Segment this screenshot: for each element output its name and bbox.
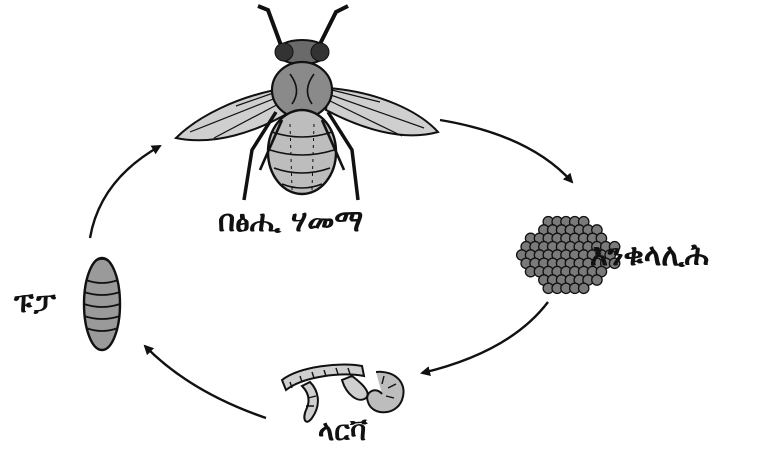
stage-label-pupa: ፑፓ: [14, 286, 56, 320]
adult-fly-icon: [176, 6, 438, 200]
arrow-adult-to-eggs: [440, 120, 572, 182]
egg: [579, 283, 589, 293]
pupa-icon: [84, 258, 120, 350]
arrow-larva-to-pupa: [145, 346, 266, 418]
stage-label-eggs: እንቁላሊሕ: [590, 238, 709, 273]
arrow-eggs-to-larva: [422, 302, 548, 373]
stage-label-larva: ላርቫ: [318, 414, 367, 448]
stage-label-adult: በፅሒ ሃመማ: [218, 204, 363, 239]
arrow-pupa-to-adult: [90, 146, 160, 238]
egg: [592, 275, 602, 285]
